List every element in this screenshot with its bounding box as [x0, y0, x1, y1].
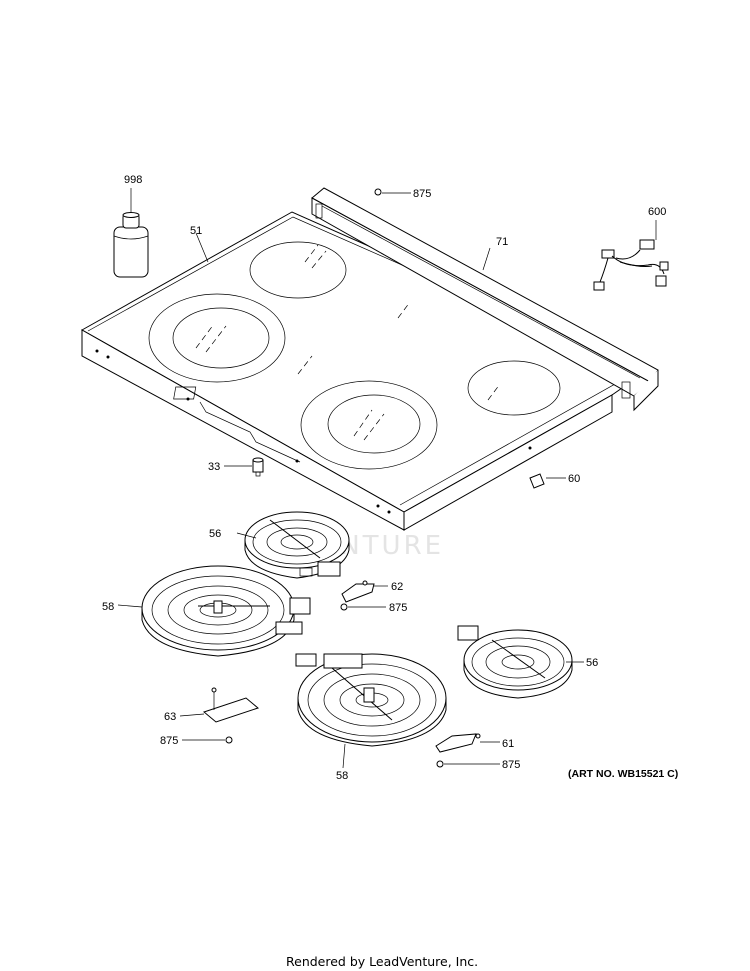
callout-58-left[interactable]: 58: [102, 601, 114, 613]
callout-56-left[interactable]: 56: [209, 528, 221, 540]
part-58-element-bottom[interactable]: [295, 653, 447, 769]
screw-875-top[interactable]: [374, 188, 411, 196]
part-33-switch[interactable]: [224, 457, 264, 477]
screw-875-left[interactable]: [182, 736, 233, 744]
callout-875-top[interactable]: 875: [413, 188, 431, 200]
part-600-harness[interactable]: [593, 220, 669, 291]
part-998-bottle[interactable]: [113, 188, 149, 278]
callout-600[interactable]: 600: [648, 206, 666, 218]
part-61-bracket[interactable]: [435, 733, 500, 753]
leader-51: [195, 232, 209, 263]
part-71-rear-trim[interactable]: [311, 187, 659, 412]
part-58-element-left[interactable]: [117, 565, 311, 657]
part-63-bracket[interactable]: [179, 687, 260, 723]
part-60-clip[interactable]: [529, 473, 566, 489]
callout-51[interactable]: 51: [190, 225, 202, 237]
part-62-bracket[interactable]: [341, 580, 388, 603]
callout-33[interactable]: 33: [208, 461, 220, 473]
callout-56-right[interactable]: 56: [586, 657, 598, 669]
screw-875-bottom[interactable]: [436, 760, 500, 768]
part-51-cooktop[interactable]: [80, 211, 650, 531]
callout-60[interactable]: 60: [568, 473, 580, 485]
callout-998[interactable]: 998: [124, 174, 142, 186]
callout-61[interactable]: 61: [502, 738, 514, 750]
callout-71[interactable]: 71: [496, 236, 508, 248]
callout-63[interactable]: 63: [164, 711, 176, 723]
footer-credit: Rendered by LeadVenture, Inc.: [286, 954, 478, 969]
callout-875-mid[interactable]: 875: [389, 602, 407, 614]
part-56-element-right[interactable]: [457, 625, 584, 699]
part-56-element-left[interactable]: [236, 511, 350, 579]
callout-875-left[interactable]: 875: [160, 735, 178, 747]
callout-62[interactable]: 62: [391, 581, 403, 593]
art-number: (ART NO. WB15521 C): [568, 768, 678, 780]
callout-875-bottom[interactable]: 875: [502, 759, 520, 771]
screw-875-mid[interactable]: [340, 603, 386, 611]
callout-58-bottom[interactable]: 58: [336, 770, 348, 782]
